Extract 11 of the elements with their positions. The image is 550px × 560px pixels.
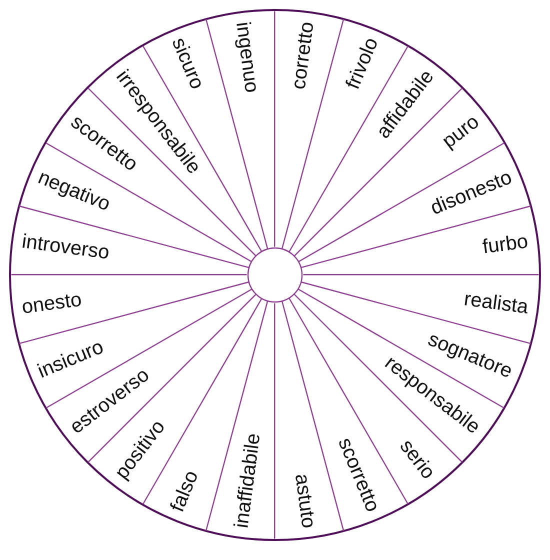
segment-label: furbo — [481, 230, 530, 260]
segment-label: astuto — [290, 472, 320, 530]
segment-label: puro — [438, 110, 484, 154]
segment-label: inaffidabile — [230, 432, 266, 530]
segment-label: onesto — [20, 289, 84, 320]
segment-label: falso — [166, 467, 204, 515]
segment-label: corretto — [288, 20, 320, 91]
segment-label: realista — [462, 288, 530, 320]
segment-label: ingenuo — [230, 20, 262, 94]
segment-label: introverso — [20, 230, 111, 265]
segment-label: frivolo — [342, 35, 382, 93]
